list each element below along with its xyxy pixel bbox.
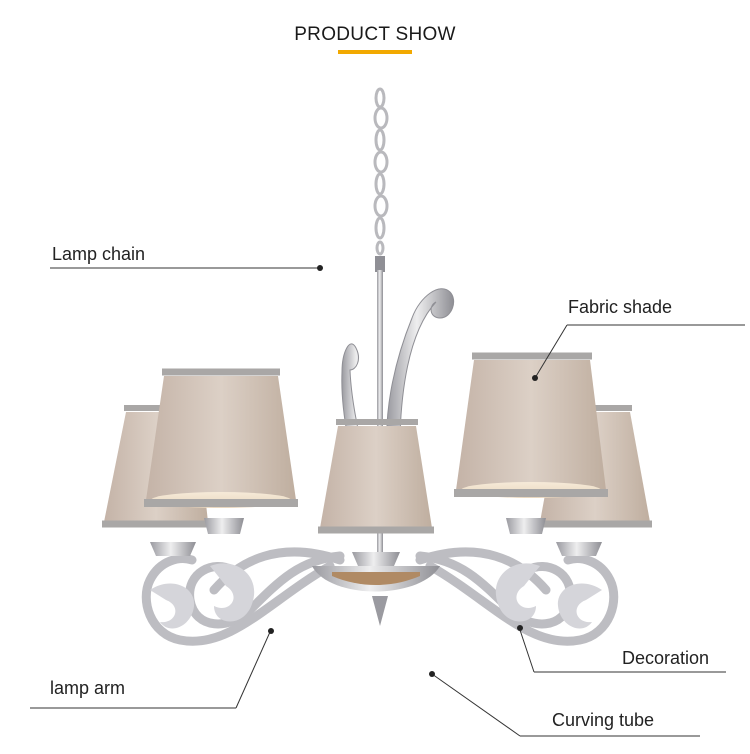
title-underline <box>338 50 412 54</box>
candle-cups <box>150 518 602 566</box>
lamp-arms <box>141 547 619 646</box>
arm-curl-left-2 <box>210 563 255 622</box>
shade-front-right <box>454 352 608 498</box>
shade-front-left <box>144 368 298 508</box>
callout-lamp-arm: lamp arm <box>50 678 126 698</box>
arm-curl-right <box>557 583 602 629</box>
shade-center <box>318 419 434 534</box>
callout-curving-tube: Curving tube <box>552 710 655 730</box>
arm-curl-right-2 <box>495 563 540 622</box>
callout-decoration: Decoration <box>622 648 710 668</box>
callout-fabric-shade: Fabric shade <box>568 297 673 317</box>
arm-curl-left <box>150 583 195 629</box>
stem-cap <box>375 256 385 272</box>
callout-lines <box>30 267 745 737</box>
page-title: PRODUCT SHOW <box>294 24 456 45</box>
callout-dots <box>268 265 538 677</box>
bowl-finial <box>372 596 388 626</box>
wood-accent <box>332 572 420 585</box>
lamp-chain <box>373 87 389 256</box>
callout-lamp-chain: Lamp chain <box>52 244 146 264</box>
